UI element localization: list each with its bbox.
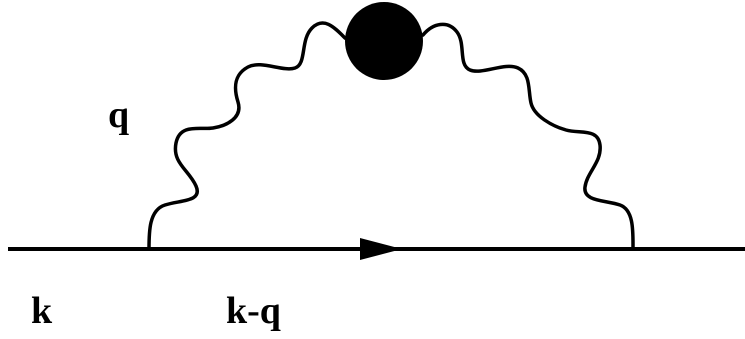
incoming-momentum-label: k [31,290,53,332]
photon-momentum-label: q [108,94,129,136]
internal-momentum-label: k-q [226,290,281,332]
self-energy-blob [345,2,423,80]
fermion-arrow-icon [360,238,402,260]
photon-wavy-line-right [421,22,635,251]
photon-wavy-line-left [147,21,347,251]
